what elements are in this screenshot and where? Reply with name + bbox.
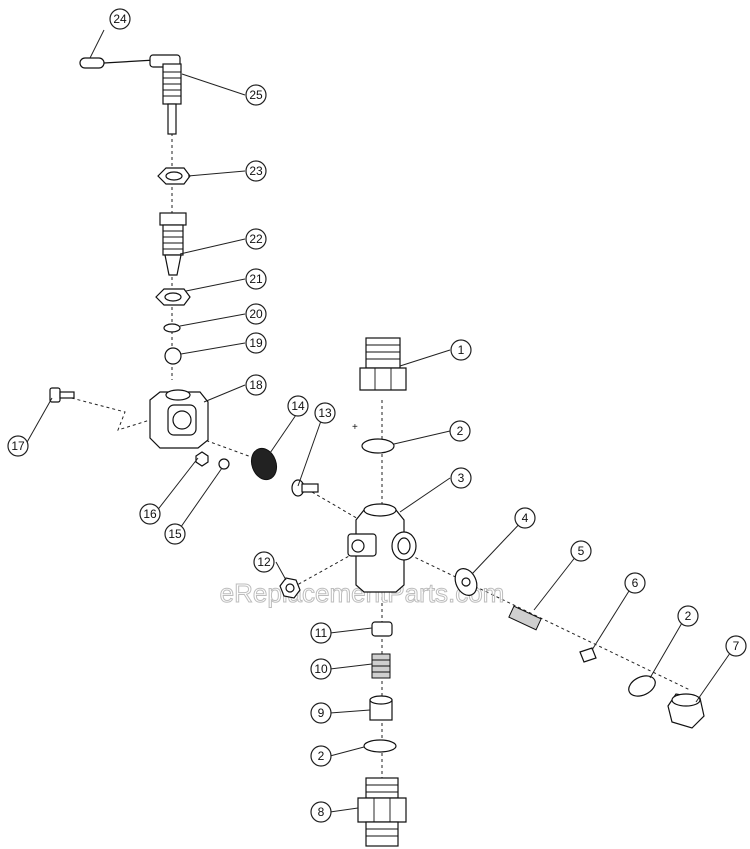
svg-text:4: 4 — [522, 511, 529, 525]
callout-5: 5 — [570, 540, 592, 562]
svg-text:23: 23 — [249, 164, 263, 178]
part-14-diaphragm — [250, 447, 278, 481]
svg-text:2: 2 — [685, 609, 692, 623]
callout-2-upper: 2 — [449, 420, 471, 442]
callout-2-lower: 2 — [310, 745, 332, 767]
svg-text:13: 13 — [318, 406, 332, 420]
svg-text:8: 8 — [318, 805, 325, 819]
svg-text:11: 11 — [315, 626, 328, 640]
callout-12: 12 — [253, 551, 275, 573]
callout-21: 21 — [245, 268, 267, 290]
part-23-hex-nut — [157, 167, 191, 185]
part-4-gasket — [454, 568, 478, 596]
part-2-o-ring-upper — [361, 438, 395, 454]
callout-13: 13 — [314, 402, 336, 424]
part-13-fitting — [291, 479, 319, 497]
part-11-valve-disc — [371, 621, 393, 637]
part-16-nut — [195, 451, 209, 467]
part-2-o-ring-right — [628, 675, 656, 697]
callout-14: 14 — [287, 395, 309, 417]
callout-4: 4 — [514, 507, 536, 529]
svg-text:3: 3 — [458, 471, 465, 485]
part-24-valve-stem — [162, 63, 182, 135]
callout-8: 8 — [310, 801, 332, 823]
svg-text:6: 6 — [632, 576, 639, 590]
svg-text:21: 21 — [249, 272, 263, 286]
part-15-washer — [218, 458, 230, 470]
svg-text:5: 5 — [578, 544, 585, 558]
svg-text:19: 19 — [249, 336, 263, 350]
svg-text:25: 25 — [249, 88, 263, 102]
part-19-ball — [164, 347, 182, 365]
part-7-end-cap — [667, 693, 705, 729]
callout-6: 6 — [624, 572, 646, 594]
callout-3: 3 — [450, 467, 472, 489]
svg-text:17: 17 — [11, 439, 25, 453]
svg-text:24: 24 — [113, 12, 127, 26]
svg-text:9: 9 — [318, 706, 325, 720]
callout-9: 9 — [310, 702, 332, 724]
svg-text:2: 2 — [457, 424, 464, 438]
part-2-o-ring-lower — [363, 739, 397, 753]
part-18-valve-body — [149, 389, 209, 449]
part-9-retainer — [369, 695, 393, 721]
svg-text:14: 14 — [291, 399, 305, 413]
part-20-o-ring — [163, 323, 181, 333]
callout-25: 24 — [109, 8, 131, 30]
part-3-manifold-body — [347, 503, 417, 593]
part-22-bonnet — [159, 212, 187, 276]
svg-text:16: 16 — [143, 507, 157, 521]
callout-17: 17 — [7, 435, 29, 457]
svg-text:7: 7 — [733, 639, 740, 653]
callout-24: 25 — [245, 84, 267, 106]
callout-1: 1 — [450, 339, 472, 361]
svg-text:2: 2 — [318, 749, 325, 763]
svg-text:1: 1 — [458, 343, 465, 357]
callout-2-right: 2 — [677, 605, 699, 627]
part-17-screw — [49, 387, 75, 403]
plus-marker: + — [352, 422, 358, 433]
callout-18: 18 — [245, 374, 267, 396]
part-10-spring — [371, 653, 391, 679]
callout-15: 15 — [164, 523, 186, 545]
callout-23: 23 — [245, 160, 267, 182]
callout-16: 16 — [139, 503, 161, 525]
svg-text:15: 15 — [168, 527, 182, 541]
part-6-clip — [579, 647, 597, 663]
part-8-outlet-fitting — [357, 777, 407, 847]
callout-10: 10 — [310, 658, 332, 680]
svg-text:22: 22 — [249, 232, 263, 246]
part-21-lock-nut — [155, 288, 191, 306]
callout-20: 20 — [245, 303, 267, 325]
svg-text:18: 18 — [249, 378, 263, 392]
svg-text:20: 20 — [249, 307, 263, 321]
svg-text:10: 10 — [314, 662, 328, 676]
callout-19: 19 — [245, 332, 267, 354]
leader-lines — [25, 29, 736, 813]
callout-11: 11 — [310, 622, 332, 644]
part-1-inlet-fitting — [359, 337, 407, 391]
callout-22: 22 — [245, 228, 267, 250]
part-5-spring — [508, 605, 542, 631]
part-12-plug — [279, 577, 301, 599]
callout-7: 7 — [725, 635, 747, 657]
svg-text:12: 12 — [257, 555, 271, 569]
